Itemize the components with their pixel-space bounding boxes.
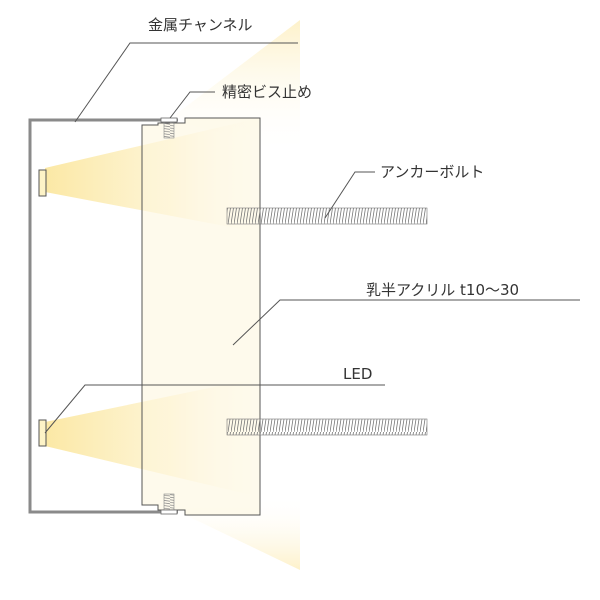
label-metal-channel: 金属チャンネル [148,16,253,34]
leader-led [44,384,385,434]
leader-acrylic [232,299,580,346]
label-precision-screw: 精密ビス止め [222,83,312,101]
leader-screw [169,91,215,119]
acrylic-panel [141,117,261,516]
leader-channel [74,42,298,123]
leader-anchor [324,171,375,219]
top-screw [160,117,178,139]
anchor-bolt-lower [226,418,428,436]
label-milky-acrylic: 乳半アクリル t10〜30 [366,281,519,299]
label-led: LED [343,365,372,383]
lower-led [38,419,47,447]
metal-channel [28,118,178,514]
anchor-bolt-upper [226,207,428,225]
label-anchor-bolt: アンカーボルト [380,163,484,181]
bottom-screw [160,493,178,515]
upper-led [38,169,47,197]
